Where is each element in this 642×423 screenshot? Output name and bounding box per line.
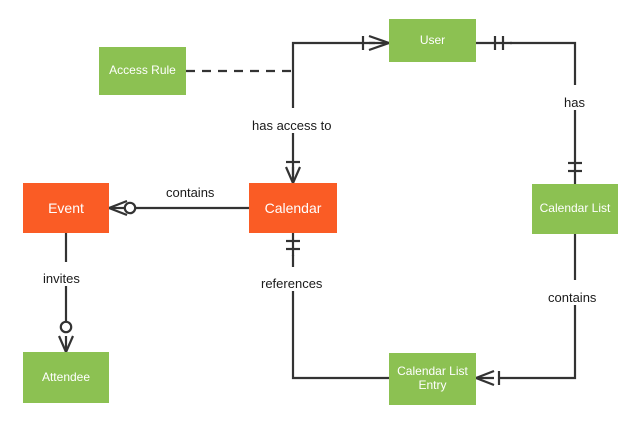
symbol-exactly-one-user-right <box>476 36 512 50</box>
entity-user[interactable]: User <box>389 19 476 62</box>
entity-calendar-list-entry[interactable]: Calendar List Entry <box>389 353 476 405</box>
symbol-one-or-many-user-left <box>361 34 390 52</box>
entity-event[interactable]: Event <box>23 183 109 233</box>
entity-attendee[interactable]: Attendee <box>23 352 109 403</box>
connector-calendar-to-cle-lower <box>291 291 389 380</box>
relationship-label-has-access-to: has access to <box>249 118 335 133</box>
entity-label-access-rule: Access Rule <box>109 63 176 78</box>
entity-label-calendar: Calendar <box>264 199 322 216</box>
relationship-label-contains-entry: contains <box>545 290 600 305</box>
symbol-one-or-many-calendar-top <box>284 160 302 184</box>
relationship-label-has: has <box>561 95 588 110</box>
connector-user-to-calendar-upper <box>291 41 375 108</box>
relationship-label-contains-calendar: contains <box>163 185 218 200</box>
entity-label-calendar-list: Calendar List <box>539 201 611 216</box>
entity-calendar[interactable]: Calendar <box>249 183 337 233</box>
entity-label-event: Event <box>48 199 84 216</box>
entity-access-rule[interactable]: Access Rule <box>99 47 186 95</box>
relationship-label-invites: invites <box>40 271 83 286</box>
entity-label-calendar-list-entry: Calendar List Entry <box>397 364 468 392</box>
symbol-exactly-one-calendar-bottom <box>286 233 300 256</box>
symbol-one-or-many-cle-right <box>475 369 501 387</box>
entity-calendar-list[interactable]: Calendar List <box>532 184 618 234</box>
connector-calendar-list-to-cle-lower <box>500 303 577 380</box>
entity-label-attendee: Attendee <box>41 369 91 384</box>
symbol-zero-or-many-attendee-top <box>57 320 75 353</box>
relationship-label-references: references <box>258 276 326 291</box>
symbol-zero-or-many-event-right <box>108 199 137 217</box>
entity-label-user: User <box>419 32 446 47</box>
symbol-exactly-one-calendar-list-top <box>568 161 582 173</box>
connector-user-to-calendar-list-upper <box>510 41 577 85</box>
